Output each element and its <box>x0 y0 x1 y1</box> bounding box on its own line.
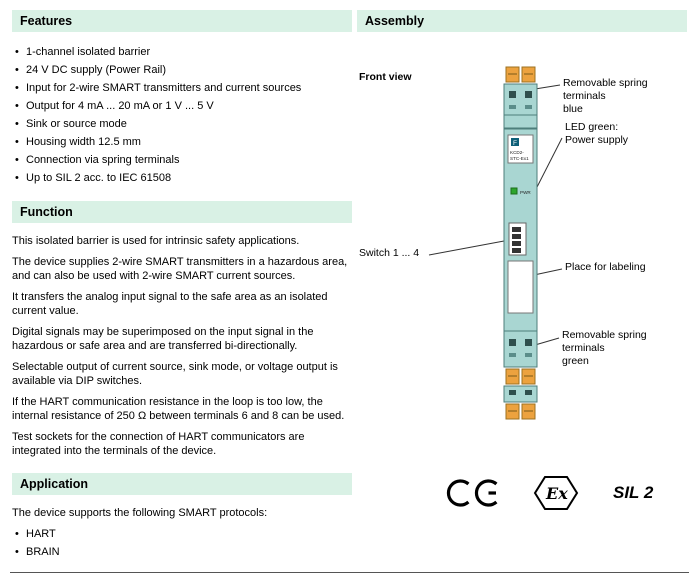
led-green-icon <box>510 187 518 195</box>
function-paragraph: This isolated barrier is used for intrin… <box>12 235 300 247</box>
leader-led-green <box>534 137 563 192</box>
function-paragraph: Test sockets for the connection of HART … <box>12 430 305 458</box>
feature-item: Connection via spring terminals <box>12 151 352 169</box>
application-title: Application <box>20 476 89 491</box>
function-paragraph: Selectable output of current source, sin… <box>12 360 338 388</box>
function-heading: Function <box>12 201 352 223</box>
product-label-plate: F KCD2- STC-Ex1 <box>507 134 534 164</box>
dip-switch-block <box>508 222 527 256</box>
assembly-drawing: F KCD2- STC-Ex1 PWR <box>357 43 687 455</box>
callout-labeling: Place for labeling <box>565 261 646 273</box>
bottom-terminal-housing <box>503 330 538 368</box>
assembly-title: Assembly <box>365 14 425 28</box>
function-paragraph: Digital signals may be superimposed on t… <box>12 325 314 353</box>
callout-terminals-green: Removable spring terminals green <box>562 329 647 367</box>
feature-item: Housing width 12.5 mm <box>12 133 352 151</box>
leader-switches <box>428 240 505 256</box>
function-paragraph: It transfers the analog input signal to … <box>12 290 328 318</box>
callout-terminals-blue: Removable spring terminals blue <box>563 77 648 115</box>
feature-item: Up to SIL 2 acc. to IEC 61508 <box>12 169 352 187</box>
pf-logo-letter: F <box>513 140 517 147</box>
function-paragraph: The device supplies 2-wire SMART transmi… <box>12 255 348 283</box>
led-label: PWR <box>520 190 531 195</box>
assembly-heading: Assembly <box>357 10 687 32</box>
top-spring-terminals <box>505 66 536 83</box>
power-led: PWR <box>510 187 531 195</box>
application-intro: The device supports the following SMART … <box>12 506 268 519</box>
ex-atex-icon: Ex <box>533 476 579 510</box>
function-text: This isolated barrier is used for intrin… <box>12 234 352 459</box>
function-paragraph: If the HART communication resistance in … <box>12 395 345 423</box>
features-title: Features <box>20 14 73 28</box>
function-title: Function <box>20 205 73 219</box>
device-model-line1: KCD2- <box>510 150 524 155</box>
feature-item: 24 V DC supply (Power Rail) <box>12 61 352 79</box>
leader-labeling <box>533 268 563 276</box>
application-heading: Application <box>12 472 352 495</box>
ex-letters: Ex <box>545 484 568 503</box>
protocol-item: BRAIN <box>12 543 352 561</box>
features-list: 1-channel isolated barrier 24 V DC suppl… <box>12 43 352 187</box>
application-list: HART BRAIN <box>12 525 352 561</box>
leader-terminals-blue <box>534 84 561 90</box>
right-column: Assembly <box>357 10 687 515</box>
callout-switches: Switch 1 ... 4 <box>359 247 420 259</box>
bottom-spring-terminals <box>503 368 538 420</box>
callout-lines <box>428 84 563 346</box>
ce-mark-icon <box>446 479 498 507</box>
device-body: F KCD2- STC-Ex1 PWR <box>503 128 538 332</box>
device-front-view-illustration: F KCD2- STC-Ex1 PWR <box>428 66 563 420</box>
left-column: Features 1-channel isolated barrier 24 V… <box>12 10 352 575</box>
front-view-label: Front view <box>359 71 412 83</box>
pf-logo <box>511 138 519 146</box>
feature-item: Input for 2-wire SMART transmitters and … <box>12 79 352 97</box>
protocol-item: HART <box>12 525 352 543</box>
callout-led-green: LED green: Power supply <box>565 121 629 146</box>
labeling-area <box>507 260 534 314</box>
device-model-line2: STC-Ex1 <box>510 156 529 161</box>
leader-terminals-green <box>534 337 560 346</box>
page-bottom-divider <box>10 572 689 573</box>
feature-item: Output for 4 mA ... 20 mA or 1 V ... 5 V <box>12 97 352 115</box>
certification-marks: Ex SIL 2 <box>357 471 687 515</box>
sil2-mark: SIL 2 <box>613 483 654 502</box>
feature-item: Sink or source mode <box>12 115 352 133</box>
features-heading: Features <box>12 10 352 32</box>
top-terminal-housing <box>503 83 538 129</box>
feature-item: 1-channel isolated barrier <box>12 43 352 61</box>
